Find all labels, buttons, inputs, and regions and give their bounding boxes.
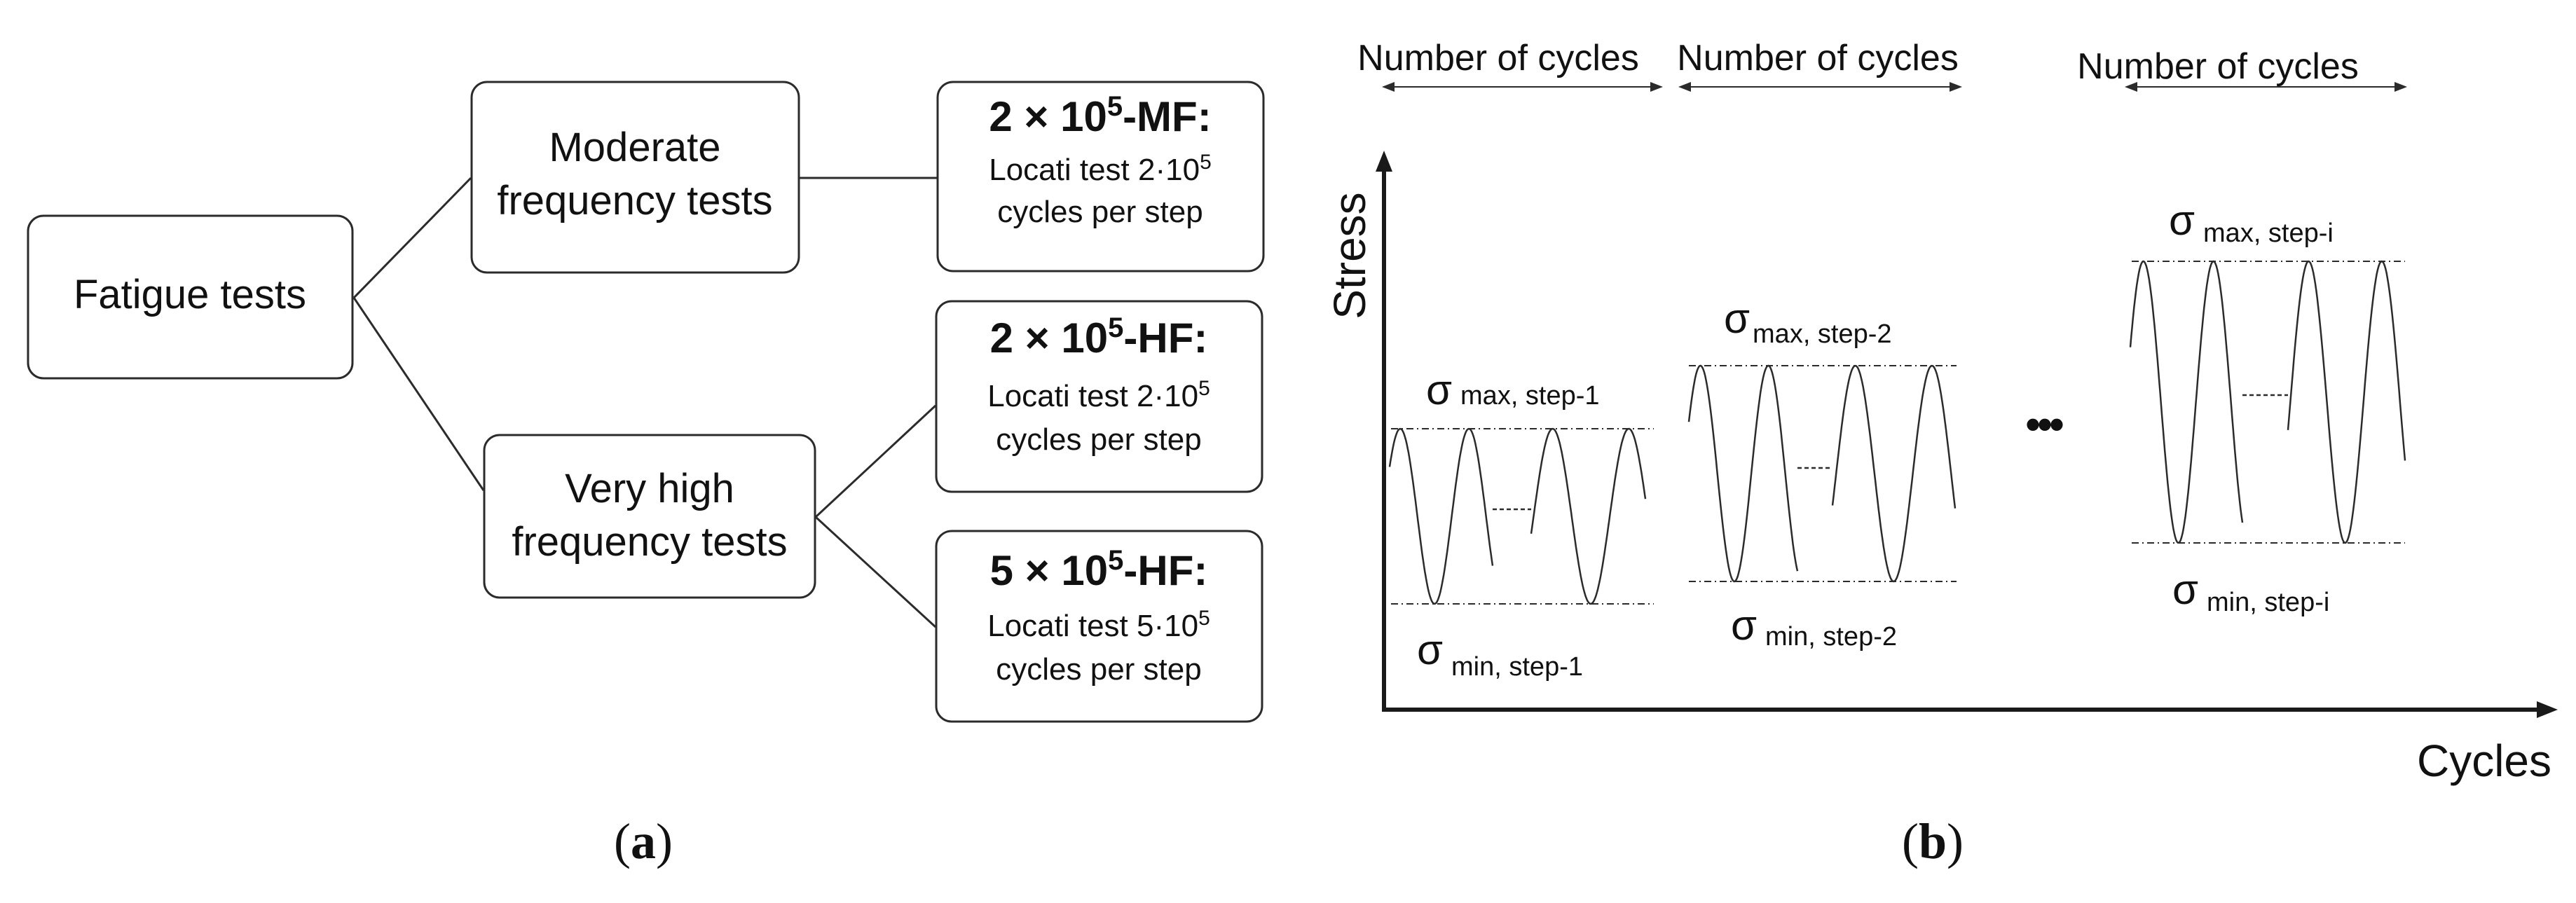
node-test-2e5-hf-box xyxy=(935,300,1263,493)
node-test-2e5-mf-desc-line1: Locati test 2·105 xyxy=(989,151,1212,187)
ellipsis-dots: ••• xyxy=(2025,401,2063,448)
cycle-span-3-arrowhead-left xyxy=(2125,82,2137,92)
connector-root-moderate xyxy=(352,177,472,299)
cycle-span-2-arrowhead-right xyxy=(1950,82,1962,92)
node-test-2e5-hf-desc-line1: Locati test 2·105 xyxy=(987,377,1210,413)
waveform-step-1-a xyxy=(1388,427,1494,605)
cycle-span-3-label: Number of cycles xyxy=(2077,46,2359,87)
axes: Stress Cycles xyxy=(1324,151,2558,786)
node-very-high-frequency-line1: Very high xyxy=(565,466,734,511)
tree-connectors xyxy=(352,177,937,628)
node-test-5e5-hf: 5 × 105-HF: Locati test 5·105 cycles per… xyxy=(935,530,1263,723)
x-axis-arrowhead xyxy=(2537,701,2558,718)
caption-b: (b) xyxy=(1902,813,1964,869)
waveform-step-i-b xyxy=(2287,260,2406,544)
node-test-5e5-hf-title: 5 × 105-HF: xyxy=(990,545,1208,594)
panel-b: Number of cycles Number of cycles Number… xyxy=(1324,38,2558,869)
cycle-span-3: Number of cycles xyxy=(2077,46,2407,92)
node-very-high-frequency-line2: frequency tests xyxy=(512,519,787,565)
node-test-2e5-hf: 2 × 105-HF: Locati test 2·105 cycles per… xyxy=(935,300,1263,493)
waveform-step-1-b xyxy=(1530,427,1647,605)
cycle-span-1-arrowhead-right xyxy=(1650,82,1663,92)
node-test-2e5-mf-title: 2 × 105-MF: xyxy=(989,91,1211,140)
node-moderate-frequency-line2: frequency tests xyxy=(497,178,772,223)
y-axis-label: Stress xyxy=(1324,192,1375,319)
level-lines xyxy=(1391,261,2405,605)
cycle-span-3-arrowhead-right xyxy=(2395,82,2407,92)
connector-root-veryhigh xyxy=(352,297,485,491)
x-axis-label: Cycles xyxy=(2417,736,2551,786)
connector-veryhigh-hf1 xyxy=(814,404,937,518)
node-test-2e5-hf-desc-line2: cycles per step xyxy=(996,422,1201,457)
node-test-2e5-mf: 2 × 105-MF: Locati test 2·105 cycles per… xyxy=(936,81,1265,273)
cycle-span-2-arrowhead-left xyxy=(1678,82,1691,92)
node-very-high-frequency-box xyxy=(483,434,816,599)
node-moderate-frequency: Moderate frequency tests xyxy=(470,81,800,274)
y-axis-arrowhead xyxy=(1376,151,1392,172)
connector-veryhigh-hf2 xyxy=(814,516,937,628)
node-test-5e5-hf-desc-line1: Locati test 5·105 xyxy=(987,607,1210,643)
cycle-span-1: Number of cycles xyxy=(1357,38,1663,92)
stress-waveforms xyxy=(1388,260,2406,605)
node-very-high-frequency: Very high frequency tests xyxy=(483,434,816,599)
cycle-span-2: Number of cycles xyxy=(1677,38,1962,92)
waveform-step-2-a xyxy=(1687,364,1799,583)
caption-a: (a) xyxy=(614,813,673,869)
node-fatigue-tests-box xyxy=(27,214,354,380)
cycle-span-2-label: Number of cycles xyxy=(1677,38,1959,78)
node-fatigue-tests: Fatigue tests xyxy=(27,214,354,380)
node-moderate-frequency-box xyxy=(470,81,800,274)
node-test-5e5-hf-box xyxy=(935,530,1263,723)
node-moderate-frequency-line1: Moderate xyxy=(549,125,720,170)
cycle-span-1-arrowhead-left xyxy=(1382,82,1395,92)
waveform-step-i-a xyxy=(2129,260,2244,544)
panel-a: Fatigue tests Moderate frequency tests V… xyxy=(27,81,1265,869)
node-fatigue-tests-label: Fatigue tests xyxy=(74,272,306,317)
node-test-2e5-mf-desc-line2: cycles per step xyxy=(997,195,1203,229)
waveform-step-2-b xyxy=(1831,364,1957,583)
node-test-5e5-hf-desc-line2: cycles per step xyxy=(996,652,1201,687)
cycle-span-1-label: Number of cycles xyxy=(1357,38,1639,78)
node-test-2e5-mf-box xyxy=(936,81,1265,273)
node-test-2e5-hf-title: 2 × 105-HF: xyxy=(990,312,1208,361)
